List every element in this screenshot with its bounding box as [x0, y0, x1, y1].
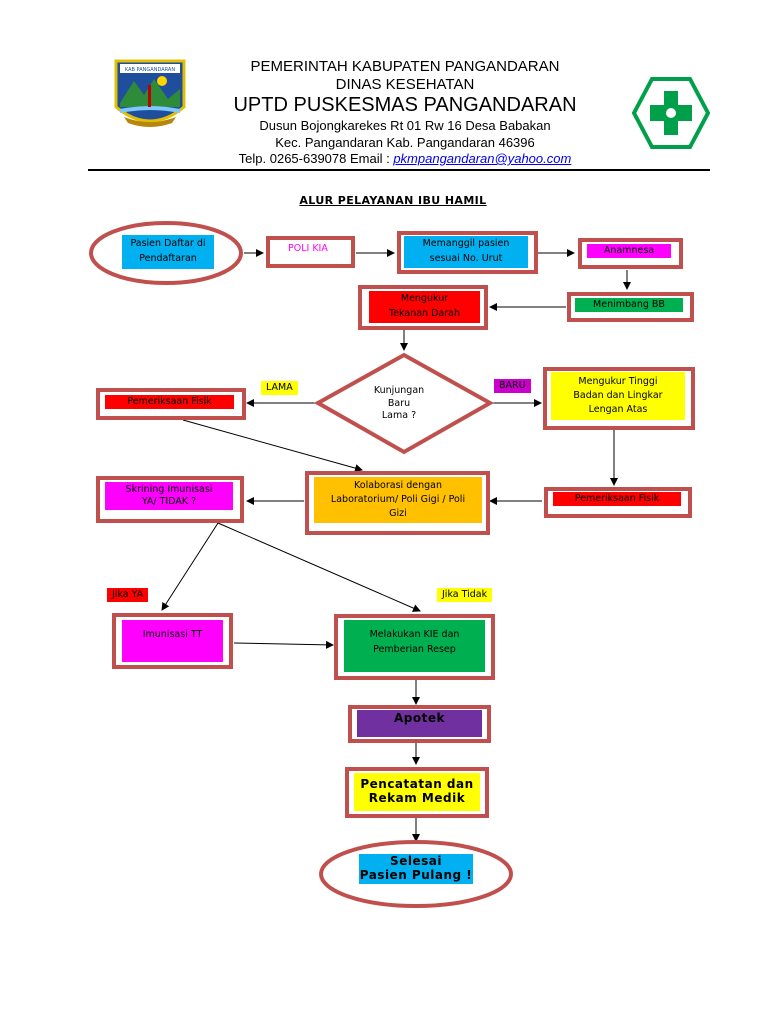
node-imunisasi-tt: Imunisasi TT: [122, 620, 223, 662]
node-kie: Melakukan KIE dan Pemberian Resep: [344, 620, 485, 672]
node-poli-kia-frame: [266, 236, 355, 268]
label-jika-tidak: Jika Tidak: [437, 588, 493, 603]
header-address-2: Kec. Pangandaran Kab. Pangandaran 46396: [275, 135, 535, 150]
node-kolaborasi: Kolaborasi dengan Laboratorium/ Poli Gig…: [314, 477, 482, 523]
node-kolaborasi-frame: [305, 471, 490, 535]
logo-left-text: KAB PANGANDARAN: [125, 67, 175, 73]
node-anamnesa: Anamnesa: [587, 244, 671, 258]
arrow-skrining-kie: [217, 522, 421, 612]
puskesmas-logo-icon: [632, 77, 710, 149]
header-email-link[interactable]: pkmpangandaran@yahoo.com: [393, 151, 572, 166]
node-apotek: Apotek: [357, 710, 482, 737]
kabupaten-logo-icon: KAB PANGANDARAN: [114, 59, 186, 127]
header-line-2: DINAS KESEHATAN: [335, 76, 475, 93]
node-periksa-fisik-lama: Pemeriksaan Fisik: [105, 395, 234, 409]
arrow-imunisasi-kie: [233, 640, 334, 649]
header-phone: Telp. 0265-639078 Email :: [238, 151, 394, 166]
label-jika-ya: Jika YA: [107, 588, 149, 603]
node-mengukur-tinggi: Mengukur Tinggi Badan dan Lingkar Lengan…: [551, 372, 685, 420]
header-line-1: PEMERINTAH KABUPATEN PANGANDARAN: [250, 58, 560, 75]
node-menimbang: Menimbang BB: [575, 298, 683, 312]
node-menimbang-frame: [567, 292, 694, 322]
arrow-skrining-imunisasi: [161, 522, 219, 611]
header-title: UPTD PUSKESMAS PANGANDARAN: [233, 94, 577, 116]
label-baru: BARU: [494, 379, 531, 394]
node-apotek-frame: [348, 705, 491, 743]
node-pendaftaran: Pasien Daftar di Pendaftaran: [122, 235, 214, 269]
header-address-1: Dusun Bojongkarekes Rt 01 Rw 16 Desa Bab…: [259, 118, 551, 133]
node-pencatatan: Pencatatan dan Rekam Medik: [354, 773, 480, 811]
diagram-title: ALUR PELAYANAN IBU HAMIL: [299, 194, 487, 207]
kunjungan-diamond: [313, 352, 495, 455]
node-pencatatan-frame: [345, 767, 489, 818]
node-periksa-fisik-baru: Pemeriksaan Fisik: [553, 492, 681, 506]
node-memanggil-frame: [397, 231, 538, 274]
node-kunjungan: Kunjungan Baru Lama ?: [373, 385, 425, 422]
node-tekanan-darah: Mengukur Tekanan Darah: [369, 291, 480, 323]
node-periksa-fisik-baru-frame: [544, 487, 692, 518]
node-kie-frame: [334, 614, 495, 680]
node-poli-kia: POLI KIA: [288, 242, 328, 254]
node-anamnesa-frame: [578, 238, 683, 269]
node-imunisasi-tt-frame: [112, 613, 233, 669]
node-memanggil: Memanggil pasien sesuai No. Urut: [404, 236, 528, 268]
node-skrining-frame: [96, 476, 244, 523]
node-mengukur-tinggi-frame: [543, 367, 695, 430]
header-contact: Telp. 0265-639078 Email : pkmpangandaran…: [160, 152, 650, 165]
node-tekanan-darah-frame: [358, 285, 488, 330]
label-lama: LAMA: [261, 381, 298, 396]
node-periksa-fisik-lama-frame: [96, 388, 246, 420]
arrow-fisiklama-kolaborasi: [182, 419, 363, 472]
header-divider: [88, 169, 710, 171]
node-skrining: Skrining Imunisasi YA/ TIDAK ?: [105, 482, 233, 510]
node-selesai: Selesai Pasien Pulang !: [359, 854, 473, 884]
